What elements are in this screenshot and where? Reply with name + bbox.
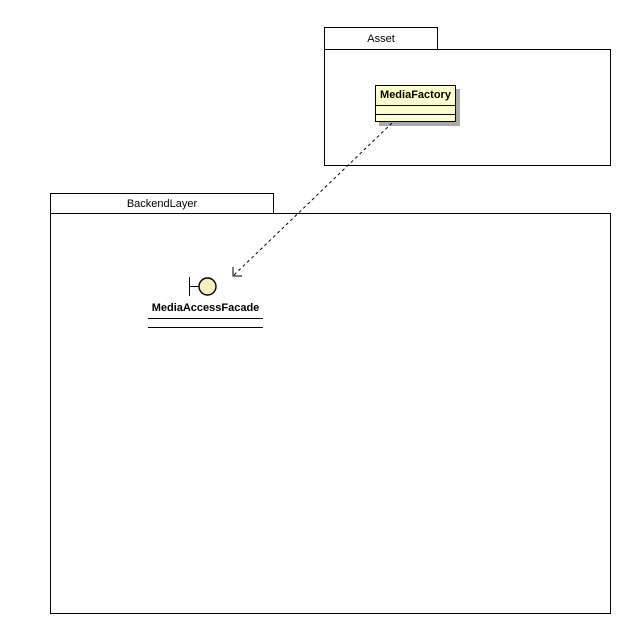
package-backendlayer-body[interactable] [50, 213, 611, 614]
package-backendlayer-label: BackendLayer [126, 197, 198, 210]
package-asset-tab[interactable]: Asset [324, 27, 438, 50]
package-asset-label: Asset [367, 32, 395, 45]
package-asset-body[interactable] [324, 49, 611, 166]
class-mediafactory-attributes-compartment [376, 105, 455, 114]
interface-mediaaccessfacade-label[interactable]: MediaAccessFacade [151, 302, 260, 314]
package-backendlayer-tab[interactable]: BackendLayer [50, 193, 274, 214]
class-mediafactory-operations-compartment [376, 114, 455, 121]
class-mediafactory-name: MediaFactory [380, 89, 451, 101]
class-mediafactory[interactable]: MediaFactory [375, 85, 456, 122]
